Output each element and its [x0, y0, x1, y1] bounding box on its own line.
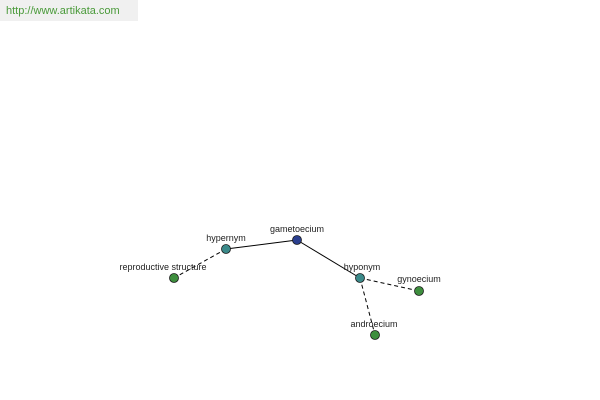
node-hypernym[interactable] [221, 244, 231, 254]
node-gametoecium[interactable] [292, 235, 302, 245]
node-reproductive-structure[interactable] [169, 273, 179, 283]
edge-hypernym-reproductive-structure [173, 248, 227, 279]
node-gynoecium[interactable] [414, 286, 424, 296]
label-hyponym: hyponym [344, 262, 381, 272]
edge-hyponym-gynoecium [359, 277, 420, 292]
label-gynoecium: gynoecium [397, 274, 441, 284]
edge-hyponym-androecium [359, 277, 376, 336]
label-reproductive-structure: reproductive structure [119, 262, 206, 272]
node-hyponym[interactable] [355, 273, 365, 283]
node-androecium[interactable] [370, 330, 380, 340]
edge-gametoecium-hyponym [296, 239, 361, 279]
watermark-url[interactable]: http://www.artikata.com [0, 0, 138, 21]
label-hypernym: hypernym [206, 233, 246, 243]
label-gametoecium: gametoecium [270, 224, 324, 234]
edge-gametoecium-hypernym [225, 239, 298, 250]
label-androecium: androecium [350, 319, 397, 329]
